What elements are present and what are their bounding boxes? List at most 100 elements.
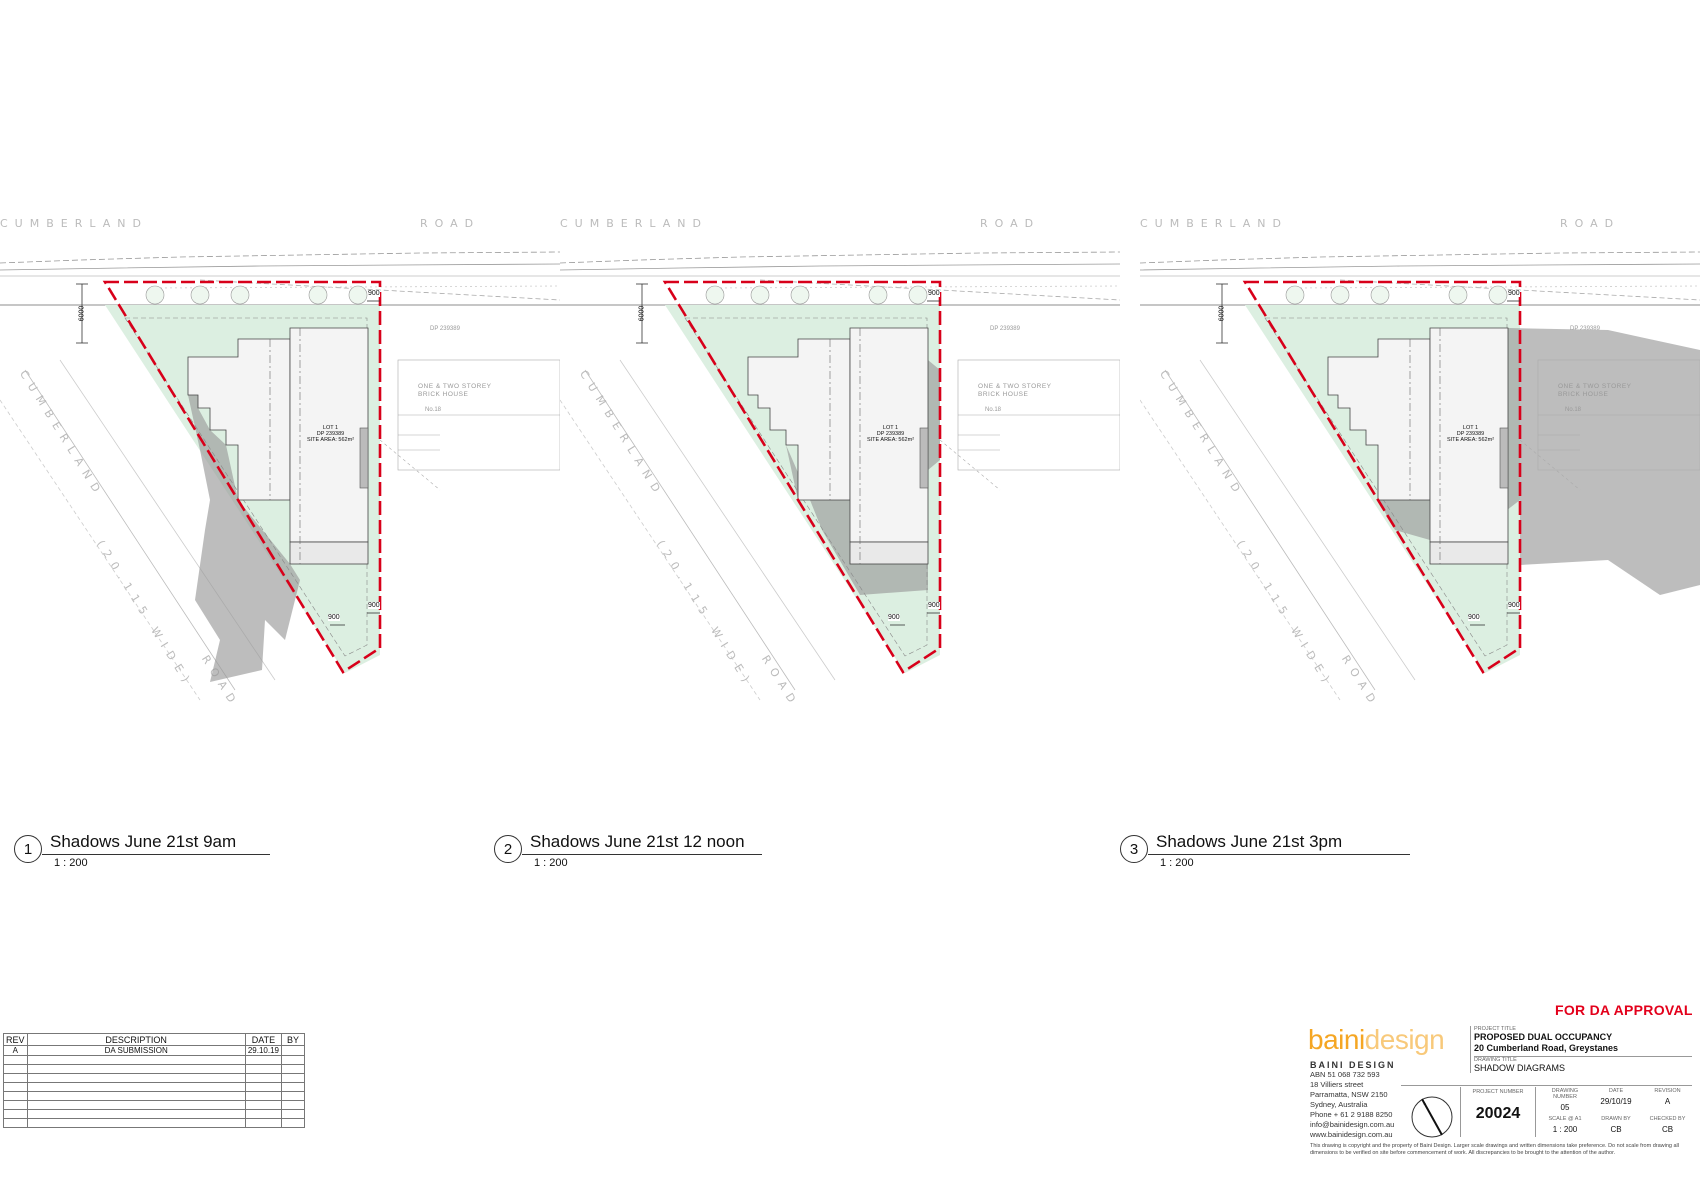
revision-cell — [244, 1109, 283, 1119]
revision-cell — [281, 1073, 305, 1083]
revision-cell: REVISION A — [1645, 1088, 1690, 1106]
neighbour-dp: DP 239389 — [1570, 326, 1600, 332]
north-arrow-icon — [1411, 1096, 1453, 1138]
date-label: DATE — [1608, 1088, 1624, 1094]
neighbour-description: ONE & TWO STOREY BRICK HOUSE — [418, 383, 492, 398]
table-row — [3, 1091, 305, 1101]
neighbour-dp: DP 239389 — [990, 326, 1020, 332]
site-plan-drawing — [0, 251, 560, 701]
side-dimension-top: 900 — [368, 290, 380, 297]
revision-cell — [26, 1082, 246, 1092]
neighbour-description: ONE & TWO STOREY BRICK HOUSE — [1558, 383, 1632, 398]
revision-cell — [244, 1091, 283, 1101]
neighbour-description: ONE & TWO STOREY BRICK HOUSE — [978, 383, 1052, 398]
drawn-by-label: DRAWN BY — [1601, 1116, 1631, 1122]
revision-cell: 29.10.19 — [244, 1045, 283, 1056]
date-cell: DATE 29/10/19 — [1595, 1088, 1637, 1106]
view-title: Shadows June 21st 12 noon — [530, 832, 745, 851]
revision-cell — [281, 1045, 305, 1056]
table-row — [3, 1064, 305, 1074]
checked-by-label: CHECKED BY — [1649, 1116, 1686, 1122]
caption-underline — [42, 854, 270, 855]
revision-header: DESCRIPTION — [26, 1033, 246, 1046]
copyright-disclaimer: This drawing is copyright and the proper… — [1310, 1143, 1679, 1156]
revision-cell — [281, 1055, 305, 1065]
side-dimension-bottom: 900 — [1508, 602, 1520, 609]
setback-dimension: 6000 — [78, 305, 86, 322]
project-title-line-2: 20 Cumberland Road, Greystanes — [1474, 1043, 1619, 1053]
shadow-area — [1378, 328, 1700, 595]
revision-cell — [244, 1055, 283, 1065]
table-row — [3, 1082, 305, 1092]
revision-cell — [244, 1082, 283, 1092]
revision-cell — [26, 1064, 246, 1074]
project-number: 20024 — [1475, 1105, 1521, 1122]
revision-cell — [26, 1055, 246, 1065]
revision-header: BY — [281, 1033, 305, 1046]
revision-cell — [244, 1100, 283, 1110]
project-info: PROJECT TITLE PROPOSED DUAL OCCUPANCY 20… — [1470, 1026, 1692, 1073]
road-label-top-right: ROAD — [420, 217, 481, 230]
view-number-badge: 1 — [14, 835, 42, 863]
revision-cell: A — [3, 1045, 28, 1056]
revision-cell — [26, 1118, 246, 1128]
office-line: Parramatta, NSW 2150 — [1310, 1090, 1388, 1099]
corner-dimension: 900 — [1468, 614, 1480, 621]
revision-cell — [244, 1118, 283, 1128]
setback-dimension: 6000 — [1218, 305, 1226, 322]
neighbour-dp: DP 239389 — [430, 326, 460, 332]
revision-cell — [3, 1100, 28, 1110]
table-row — [3, 1055, 305, 1065]
firm-name: BAINI DESIGN — [1310, 1060, 1396, 1070]
title-block: bainidesign — [1308, 1022, 1692, 1172]
lot-info: LOT 1 DP 239389 SITE AREA: 562m² — [1433, 425, 1508, 443]
corner-dimension: 900 — [328, 614, 340, 621]
revision-cell — [26, 1100, 246, 1110]
revision-cell — [281, 1109, 305, 1119]
view-caption-1: 1 Shadows June 21st 9am 1 : 200 — [14, 830, 270, 874]
road-label-top-left: CUMBERLAND — [560, 217, 708, 230]
drawing-info-grid — [1401, 1085, 1692, 1138]
lot-number: LOT 1 — [1462, 425, 1479, 431]
view-scale: 1 : 200 — [1160, 857, 1194, 869]
drawing-title: SHADOW DIAGRAMS — [1474, 1063, 1566, 1073]
revision-cell — [281, 1091, 305, 1101]
lot-site-area: SITE AREA: 562m² — [1446, 437, 1495, 443]
office-line: www.bainidesign.com.au — [1310, 1130, 1393, 1139]
revision-cell — [3, 1073, 28, 1083]
revision-value: A — [1664, 1097, 1671, 1106]
shadow-area — [786, 360, 940, 595]
project-title-line-1: PROPOSED DUAL OCCUPANCY — [1474, 1032, 1613, 1042]
caption-underline — [522, 854, 762, 855]
logo-text-secondary: design — [1364, 1024, 1445, 1055]
shadow-diagram-panel-2: CUMBERLAND ROAD CUMBERLAND (20.115 WIDE)… — [560, 200, 1120, 800]
scale-cell: SCALE @ A1 1 : 200 — [1540, 1116, 1590, 1134]
revision-cell — [281, 1064, 305, 1074]
drawing-number: 05 — [1560, 1103, 1570, 1112]
side-dimension-top: 900 — [1508, 290, 1520, 297]
table-row — [3, 1073, 305, 1083]
office-line: info@bainidesign.com.au — [1310, 1120, 1395, 1129]
revision-cell — [3, 1091, 28, 1101]
neighbour-number: No.18 — [1565, 407, 1582, 413]
shadow-diagram-panel-1: CUMBERLAND ROAD CUMBERLAND (20.115 WIDE)… — [0, 200, 560, 800]
project-number-cell: PROJECT NUMBER 20024 — [1460, 1087, 1536, 1137]
caption-underline — [1148, 854, 1410, 855]
revision-cell: DA SUBMISSION — [26, 1045, 246, 1056]
lot-dp: DP 239389 — [876, 431, 905, 437]
checked-by-value: CB — [1661, 1125, 1674, 1134]
revision-cell — [244, 1073, 283, 1083]
revision-cell — [281, 1082, 305, 1092]
table-row — [3, 1100, 305, 1110]
revision-cell — [3, 1064, 28, 1074]
lot-info: LOT 1 DP 239389 SITE AREA: 562m² — [293, 425, 368, 443]
setback-dimension: 6000 — [638, 305, 646, 322]
shadow-area — [188, 395, 300, 682]
revision-header: REV — [3, 1033, 28, 1046]
view-caption-2: 2 Shadows June 21st 12 noon 1 : 200 — [494, 830, 768, 874]
drawn-by-cell: DRAWN BY CB — [1595, 1116, 1637, 1134]
road-label-top-right: ROAD — [980, 217, 1041, 230]
